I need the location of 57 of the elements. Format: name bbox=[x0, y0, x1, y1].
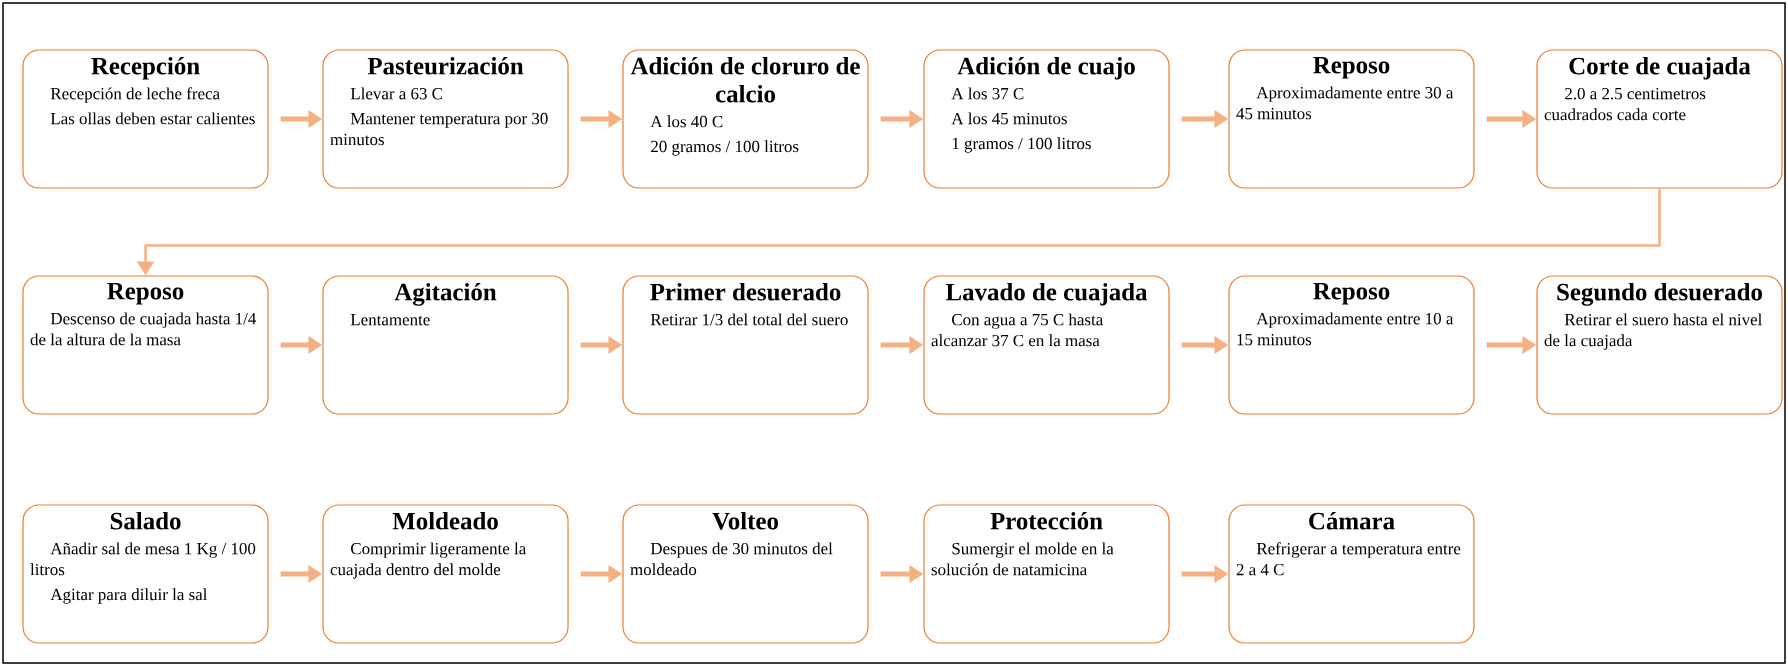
step-title: Protección bbox=[990, 512, 1103, 530]
process-box bbox=[22, 504, 269, 644]
step-description: Despues de 30 minutos del moldeado bbox=[630, 542, 833, 576]
step-description: Recepción de leche freca bbox=[50, 87, 220, 103]
step-description: 1 gramos / 100 litros bbox=[952, 137, 1091, 153]
process-box bbox=[322, 504, 569, 644]
step-description: Sumergir el molde en la solución de natamicina bbox=[931, 542, 1114, 576]
step-title: Segundo desuerado bbox=[1557, 283, 1762, 306]
step-title: Reposo bbox=[1313, 283, 1390, 305]
step-description: Con agua a 75 C hasta alcanzar 37 C en la masa bbox=[931, 313, 1103, 347]
step-description: Refrigerar a temperatura entre 2 a 4 C bbox=[1236, 542, 1461, 576]
step-title: Corte de cuajada bbox=[1569, 57, 1751, 80]
step-description: A los 45 minutos bbox=[951, 112, 1067, 125]
step-title: Adición de cuajo bbox=[957, 57, 1135, 80]
step-description: Llevar a 63 C bbox=[350, 87, 443, 100]
step-description: Agitar para diluir la sal bbox=[50, 588, 208, 604]
step-description: Añadir sal de mesa 1 Kg / 100 litros bbox=[30, 542, 256, 576]
step-description: Lentamente bbox=[350, 314, 430, 326]
step-description: A los 40 C bbox=[650, 115, 723, 128]
process-box bbox=[1228, 49, 1475, 189]
process-box bbox=[622, 49, 869, 189]
step-description: Comprimir ligeramente la cuajada dentro del molde bbox=[330, 542, 526, 579]
step-description: Retirar el suero hasta el nivel de la cuajada bbox=[1544, 313, 1762, 350]
process-box bbox=[923, 275, 1170, 415]
process-box bbox=[622, 504, 869, 644]
step-title: Agitación bbox=[394, 283, 497, 306]
step-title: Primer desuerado bbox=[650, 283, 841, 301]
step-title: Recepción bbox=[91, 57, 200, 80]
step-title: Reposo bbox=[107, 283, 184, 305]
step-title: Pasteurización bbox=[367, 57, 524, 75]
step-description: A los 37 C bbox=[951, 87, 1024, 100]
process-box bbox=[923, 49, 1170, 189]
step-description: Aproximadamente entre 30 a 45 minutos bbox=[1236, 86, 1454, 120]
step-title: Cámara bbox=[1309, 512, 1395, 530]
step-title: Volteo bbox=[712, 512, 778, 530]
process-box bbox=[1536, 49, 1783, 189]
step-description: Retirar 1/3 del total del suero bbox=[650, 313, 848, 326]
process-box bbox=[923, 504, 1170, 644]
process-box bbox=[322, 275, 569, 415]
process-box bbox=[1228, 504, 1475, 644]
step-description: Mantener temperatura por 30 minutos bbox=[330, 112, 548, 146]
process-box bbox=[22, 49, 269, 189]
step-description: Las ollas deben estar calientes bbox=[50, 112, 255, 125]
step-description: 20 gramos / 100 litros bbox=[651, 140, 799, 156]
process-box bbox=[22, 275, 269, 415]
process-box bbox=[322, 49, 569, 189]
step-description: Aproximadamente entre 10 a 15 minutos bbox=[1237, 312, 1454, 346]
step-title: Reposo bbox=[1313, 57, 1390, 79]
step-description: 2.0 a 2.5 centimetros cuadrados cada corte bbox=[1544, 87, 1706, 121]
step-title: Moldeado bbox=[392, 512, 498, 530]
process-box bbox=[622, 275, 869, 415]
step-title: Salado bbox=[110, 512, 181, 530]
process-box bbox=[1228, 275, 1475, 415]
step-title: Adición de cloruro de calcio bbox=[630, 57, 860, 103]
process-box bbox=[1536, 275, 1783, 415]
step-title: Lavado de cuajada bbox=[945, 283, 1148, 306]
step-description: Descenso de cuajada hasta 1/4 de la altura de la masa bbox=[30, 312, 257, 346]
